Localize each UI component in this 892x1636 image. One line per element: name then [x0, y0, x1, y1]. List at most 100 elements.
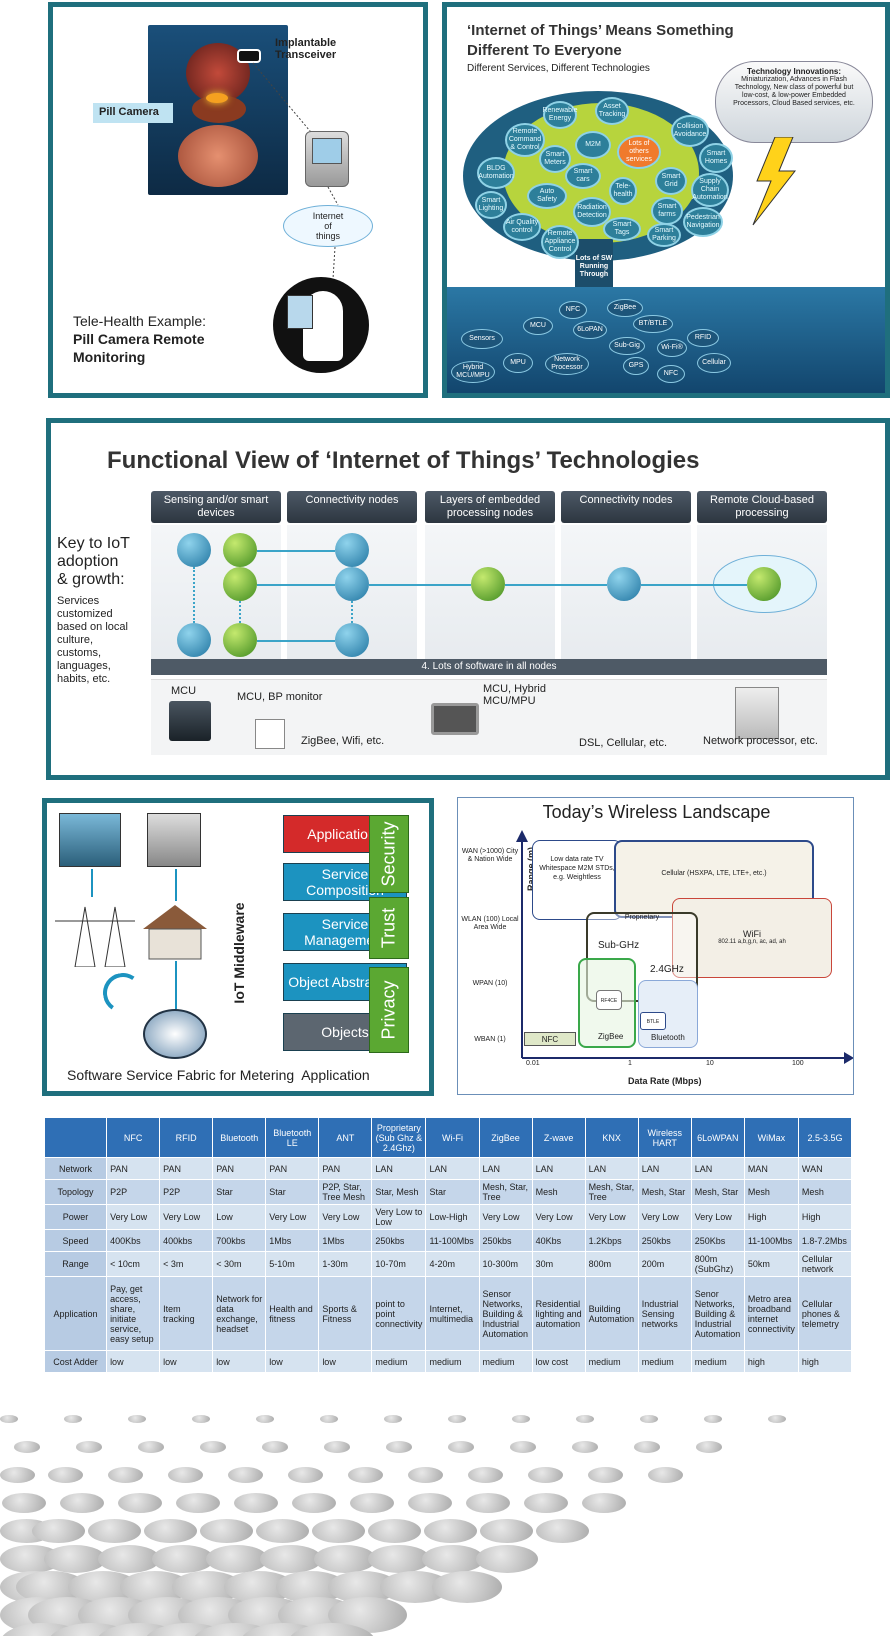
table-cell: medium [425, 1350, 480, 1373]
table-cell: Residential lighting and automation [531, 1276, 586, 1351]
table-header: 2.5-3.5G [797, 1117, 853, 1158]
table-cell: Star [265, 1179, 320, 1205]
table-header: Proprietary (Sub Ghz & 2.4Ghz) [371, 1117, 427, 1158]
doctor-icon [273, 277, 369, 373]
table-cell: low [212, 1350, 267, 1373]
decorative-dot [576, 1415, 594, 1423]
table-cell: WAN [797, 1157, 853, 1180]
decorative-dot [288, 1623, 376, 1636]
decorative-dot [64, 1415, 82, 1423]
decorative-dot [348, 1467, 384, 1483]
tree-bubble: Auto Safety [527, 183, 567, 209]
privacy-box: Privacy [369, 967, 409, 1053]
decorative-dot [206, 1545, 268, 1573]
node-conn-4 [607, 567, 641, 601]
intestines-graphic [178, 125, 258, 187]
decorative-dot [48, 1467, 84, 1483]
decorative-dot [32, 1519, 85, 1543]
row-header: Cost Adder [43, 1350, 108, 1373]
table-cell: Star [212, 1179, 267, 1205]
table-cell: low [106, 1350, 161, 1373]
root-bubble: NFC [657, 365, 685, 383]
xtick-1: 1 [628, 1060, 632, 1067]
decorative-dot [288, 1467, 324, 1483]
tree-bubble: Smart Homes [699, 143, 733, 173]
control-room-icon [59, 813, 121, 867]
decorative-dot [512, 1415, 530, 1423]
decorative-dot [260, 1545, 322, 1573]
decorative-dot [60, 1493, 104, 1513]
col-connectivity-2: Connectivity nodes [561, 491, 691, 523]
decorative-dot [408, 1493, 452, 1513]
tree-bubble: Smart Meters [539, 145, 571, 173]
trust-box: Trust [369, 897, 409, 959]
table-cell: Star [425, 1179, 480, 1205]
security-box: Security [369, 815, 409, 893]
tree-bubble: Smart Lighting [475, 191, 507, 219]
table-cell: Industrial Sensing networks [637, 1276, 692, 1351]
node-conn-2 [335, 567, 369, 601]
table-cell: LAN [478, 1157, 533, 1180]
table-cell: Metro area broadband internet connectivi… [743, 1276, 799, 1351]
decorative-dot [262, 1441, 289, 1453]
tablet-device-icon [431, 703, 479, 735]
row-header: Application [43, 1276, 108, 1351]
table-cell: Mesh [743, 1179, 799, 1205]
root-bubble: Cellular [697, 353, 731, 373]
table-cell: 800m [584, 1251, 639, 1277]
pill-camera-label: Pill Camera [93, 103, 173, 123]
node-sensor-4 [177, 623, 211, 657]
telehealth-caption: Tele-Health Example: Pill Camera Remote … [73, 313, 207, 365]
table-cell: 400Kbs [106, 1229, 161, 1252]
root-bubble: ZigBee [607, 299, 643, 317]
decorative-dot [510, 1441, 537, 1453]
tree-bubble: BLDG Automation [477, 157, 515, 189]
table-cell: P2P [159, 1179, 214, 1205]
rate-axis-label: Data Rate (Mbps) [628, 1076, 702, 1086]
decorative-dot [386, 1441, 413, 1453]
root-bubble: MPU [503, 353, 533, 373]
label-mcu-bp: MCU, BP monitor [237, 691, 323, 703]
btle-box: BTLE [640, 1012, 666, 1030]
row-header: Power [43, 1204, 108, 1230]
decorative-dots [0, 1395, 892, 1636]
functional-view-title: Functional View of ‘Internet of Things’ … [107, 447, 700, 474]
wireless-title: Today’s Wireless Landscape [542, 802, 771, 822]
tree-bubble: Air Quality control [503, 213, 541, 241]
node-sensor-1 [177, 533, 211, 567]
wireless-signal-icon [99, 969, 147, 1017]
decorative-dot [588, 1467, 624, 1483]
table-header: Wireless HART [637, 1117, 692, 1158]
table-cell: 40Kbs [531, 1229, 586, 1252]
decorative-dot [312, 1519, 365, 1543]
table-cell: 1Mbs [265, 1229, 320, 1252]
middleware-caption: Software Service Fabric for Metering App… [67, 1067, 370, 1083]
decorative-dot [108, 1467, 144, 1483]
row-header: Speed [43, 1229, 108, 1252]
zone-zigbee: ZigBee [578, 958, 636, 1048]
node-sensor-5 [223, 623, 257, 657]
meter-icon [143, 1009, 207, 1059]
decorative-dot [524, 1493, 568, 1513]
decorative-dot [144, 1519, 197, 1543]
zone-wifi: WiFi 802.11 a,b,g,n, ac, ad, ah [672, 898, 832, 978]
table-cell: high [743, 1350, 799, 1373]
decorative-dot [424, 1519, 477, 1543]
table-header: NFC [106, 1117, 161, 1158]
decorative-dot [324, 1441, 351, 1453]
decorative-dot [0, 1467, 36, 1483]
node-sensor-2 [223, 533, 257, 567]
tree-bubble: Smart cars [565, 163, 601, 189]
table-cell: 1Mbs [318, 1229, 373, 1252]
decorative-dot [138, 1441, 165, 1453]
table-cell: LAN [637, 1157, 692, 1180]
table-cell: Very Low [637, 1204, 692, 1230]
zone-lowrate: Low data rate TV Whitespace M2M STDs, e.… [532, 840, 622, 920]
table-cell: PAN [106, 1157, 161, 1180]
table-cell: 5-10m [265, 1251, 320, 1277]
table-cell: Mesh, Star [690, 1179, 745, 1205]
table-cell: Sports & Fitness [318, 1276, 373, 1351]
